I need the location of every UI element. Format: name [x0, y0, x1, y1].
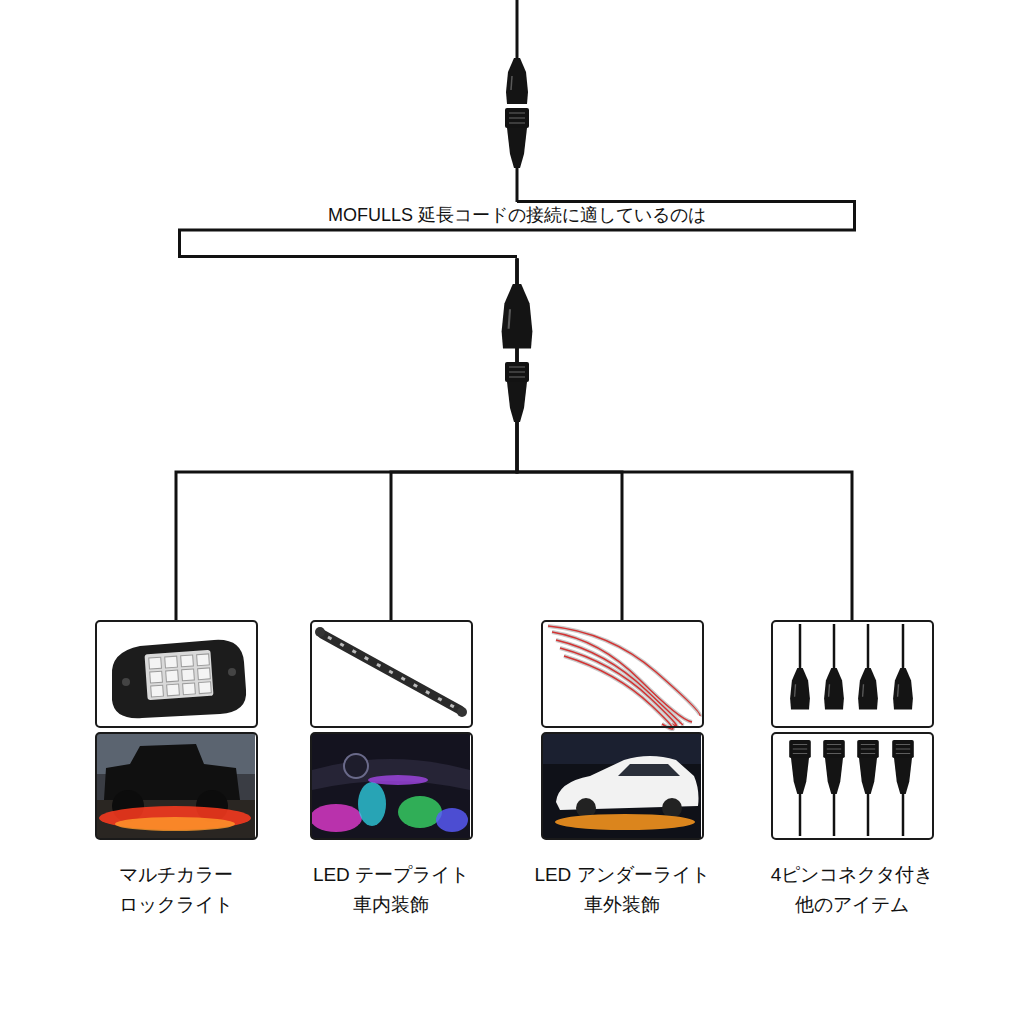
male-plug — [502, 284, 533, 348]
connector-set — [789, 624, 914, 836]
cable-branch — [391, 259, 517, 621]
led-strip-product — [548, 626, 700, 729]
heading-text: MOFULLS 延長コードの接続に適しているのは — [178, 200, 856, 228]
caption-text: LED アンダーライト 車外装飾 — [512, 860, 732, 920]
rock-light-product — [197, 654, 210, 666]
female-plug — [857, 740, 879, 794]
product-frame — [95, 620, 258, 728]
connector-set — [867, 624, 870, 670]
connector-set — [799, 624, 802, 670]
car-photo — [543, 734, 701, 838]
rock-light-product — [199, 682, 212, 694]
connector-set — [799, 792, 802, 836]
car-photo — [543, 734, 701, 764]
usage-frame — [771, 732, 934, 840]
interior-photo — [312, 759, 470, 790]
led-strip-product — [564, 656, 673, 729]
rock-light-product — [112, 640, 246, 718]
cable-branch — [176, 259, 517, 621]
female-plug — [505, 362, 529, 422]
rock-light-product — [150, 671, 163, 683]
rock-light-product — [182, 669, 195, 681]
product-frame — [541, 620, 704, 728]
led-bar-product — [315, 627, 325, 637]
product-panel: 4ピンコネクタ付き 他のアイテム — [742, 620, 962, 920]
rock-light-product — [144, 650, 213, 700]
led-bar-product — [328, 637, 454, 707]
connector-set — [902, 624, 905, 670]
jeep-photo — [115, 817, 235, 831]
jeep-photo — [97, 734, 255, 838]
caption-text: マルチカラー ロックライト — [66, 860, 286, 920]
interior-photo — [436, 808, 468, 832]
interior-photo — [358, 782, 386, 826]
caption-text: LED テープライト 車内装飾 — [281, 860, 501, 920]
male-plug — [790, 668, 810, 709]
male-plug — [893, 668, 913, 709]
led-strip-product — [548, 626, 700, 716]
product-panel: マルチカラー ロックライト — [66, 620, 286, 920]
led-strip-product — [564, 656, 673, 729]
car-photo — [662, 798, 682, 818]
car-photo — [618, 764, 680, 776]
rock-light-product — [144, 650, 213, 700]
male-plug — [858, 668, 878, 709]
usage-frame — [310, 732, 473, 840]
rock-light-product — [166, 670, 179, 682]
male-plug — [506, 58, 528, 104]
jeep-photo — [99, 806, 251, 830]
connector-set — [833, 792, 836, 836]
female-plug — [789, 740, 811, 794]
cable-branch — [517, 259, 852, 621]
interior-photo — [398, 796, 442, 828]
rock-light-product — [122, 678, 130, 686]
rock-light-product — [151, 685, 164, 697]
interior-photo — [310, 734, 470, 838]
led-bar-product — [322, 634, 460, 710]
rock-light-product — [165, 656, 178, 668]
rock-light-product — [112, 640, 246, 718]
led-bar-product — [315, 627, 467, 717]
rock-light-product — [183, 683, 196, 695]
female-plug — [892, 740, 914, 794]
product-panel: LED テープライト 車内装飾 — [281, 620, 501, 920]
rock-light-product — [198, 668, 211, 680]
top-cable — [505, 0, 529, 202]
rock-light-product — [149, 657, 162, 669]
car-photo — [555, 814, 695, 830]
female-plug — [823, 740, 845, 794]
jeep-photo — [97, 734, 255, 838]
interior-photo — [310, 804, 362, 832]
caption-text: 4ピンコネクタ付き 他のアイテム — [742, 860, 962, 920]
product-panel: LED アンダーライト 車外装飾 — [512, 620, 732, 920]
car-photo — [543, 734, 701, 838]
cable-band: MOFULLS 延長コードの接続に適しているのは — [178, 200, 856, 260]
product-frame — [771, 620, 934, 728]
connector-set — [867, 792, 870, 836]
product-frame — [310, 620, 473, 728]
interior-photo — [344, 754, 368, 778]
led-strip-product — [548, 626, 700, 716]
rock-light-product — [228, 668, 236, 676]
interior-photo — [368, 775, 428, 785]
rock-light-product — [167, 684, 180, 696]
led-bar-product — [457, 707, 467, 717]
male-plug — [824, 668, 844, 709]
rock-light-product — [181, 655, 194, 667]
connector-set — [833, 624, 836, 670]
top-cable — [516, 166, 519, 202]
usage-frame — [541, 732, 704, 840]
connector-set — [902, 792, 905, 836]
cable-branch — [517, 259, 622, 621]
female-plug — [505, 108, 529, 168]
top-cable — [516, 0, 519, 62]
usage-frame — [95, 732, 258, 840]
